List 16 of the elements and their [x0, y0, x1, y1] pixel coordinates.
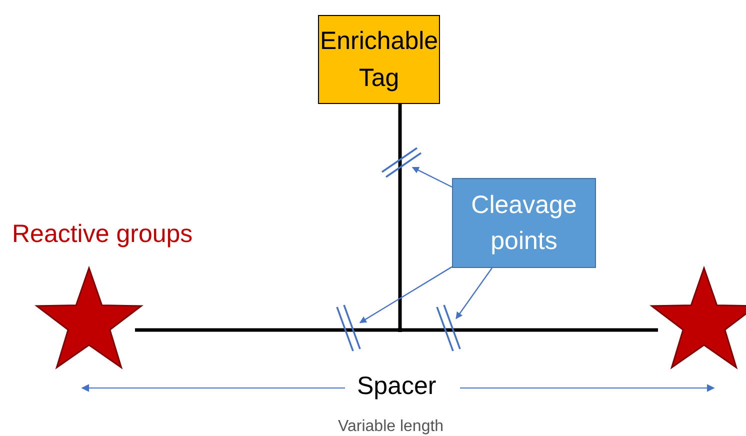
dimension-label: Spacer — [357, 372, 436, 401]
annotation-text: Reactive groups — [12, 220, 193, 249]
cleavage-mark — [334, 305, 362, 353]
caption-text: Variable length — [338, 418, 444, 436]
label-box: Cleavage points — [452, 178, 596, 268]
leader-arrow — [412, 166, 452, 188]
connector-line — [135, 328, 348, 332]
cleavage-mark — [434, 305, 462, 353]
connector-line — [400, 328, 448, 332]
connector-line — [398, 161, 402, 330]
connector-line — [348, 328, 400, 332]
leader-arrow — [456, 268, 492, 320]
connector-line — [398, 104, 402, 161]
tag-box: Enrichable Tag — [318, 15, 440, 104]
connector-line — [448, 328, 658, 332]
leader-arrow — [359, 266, 452, 324]
